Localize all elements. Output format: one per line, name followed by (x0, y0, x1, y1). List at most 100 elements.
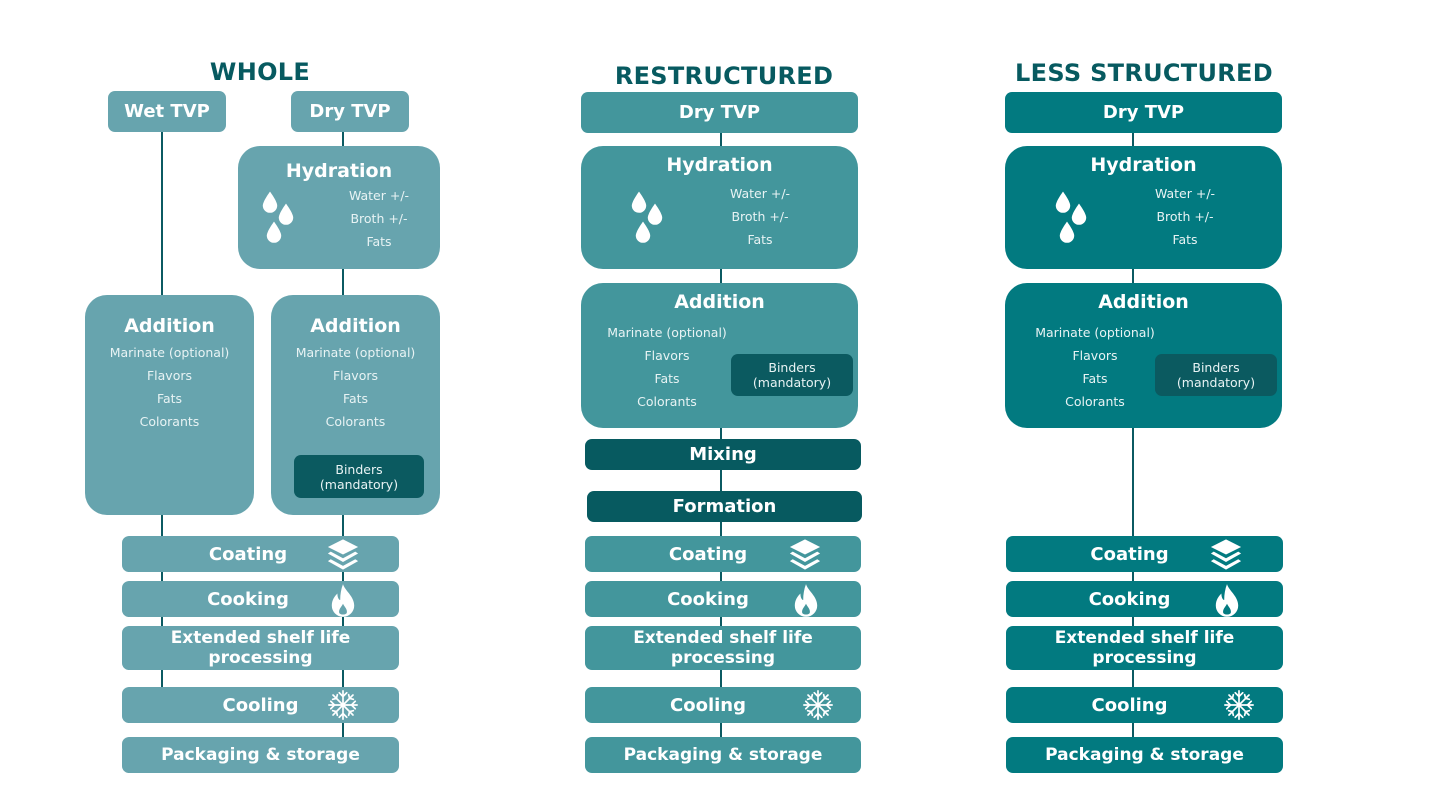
addition-item: Colorants (139, 414, 200, 429)
snowflake-icon (803, 690, 833, 720)
addition-box-right: Addition Marinate (optional) Flavors Fat… (271, 295, 440, 515)
step-cooling: Cooling (122, 687, 399, 723)
hydration-items: Water +/- Broth +/- Fats (715, 182, 805, 251)
hydration-item: Water +/- (1154, 186, 1216, 201)
addition-item: Flavors (644, 348, 690, 363)
hydration-items: Water +/- Broth +/- Fats (334, 184, 424, 253)
step-label: Coating (208, 543, 288, 565)
hydration-item: Fats (747, 232, 773, 247)
hydration-items: Water +/- Broth +/- Fats (1140, 182, 1230, 251)
column-title-restructured: RESTRUCTURED (614, 62, 834, 90)
step-mixing: Mixing (585, 439, 861, 470)
connector-line (161, 130, 163, 298)
water-drops-icon (1055, 191, 1087, 243)
addition-item: Flavors (332, 368, 379, 383)
column-title-whole: WHOLE (209, 58, 311, 86)
step-coating: Coating (1006, 536, 1283, 572)
step-label: Cooling (1091, 694, 1168, 716)
step-label: Cooking (667, 588, 749, 610)
addition-box: Addition Marinate (optional) Flavors Fat… (581, 283, 858, 428)
flame-icon (794, 584, 818, 617)
binders-box: Binders (mandatory) (1155, 354, 1277, 396)
hydration-item: Broth +/- (1156, 209, 1214, 224)
step-label: Coating (1090, 543, 1169, 565)
addition-item: Fats (156, 391, 183, 406)
connector-line (1132, 130, 1134, 750)
step-cooking: Cooking (1006, 581, 1283, 617)
addition-title: Addition (1098, 291, 1189, 313)
column-title-less-structured: LESS STRUCTURED (1015, 59, 1273, 87)
addition-item: Flavors (1072, 348, 1118, 363)
addition-item: Fats (654, 371, 680, 386)
addition-items: Marinate (optional) Flavors Fats Coloran… (85, 341, 254, 433)
step-extended-shelf-life: Extended shelf life processing (122, 626, 399, 670)
hydration-box: Hydration Water +/- Broth +/- Fats (238, 146, 440, 269)
binders-note: (mandatory) (752, 375, 832, 390)
hydration-item: Fats (366, 234, 392, 249)
step-label: Cooking (207, 588, 289, 610)
hydration-item: Water +/- (729, 186, 791, 201)
addition-title: Addition (124, 315, 215, 337)
hydration-item: Water +/- (348, 188, 410, 203)
step-packaging-storage: Packaging & storage (1006, 737, 1283, 773)
connector-line (342, 130, 344, 150)
addition-item: Marinate (optional) (109, 345, 230, 360)
snowflake-icon (328, 690, 358, 720)
step-label: Coating (668, 543, 748, 565)
step-coating: Coating (122, 536, 399, 572)
flame-icon (1215, 584, 1239, 617)
step-formation: Formation (587, 491, 862, 522)
step-extended-shelf-life: Extended shelf life processing (585, 626, 861, 670)
addition-item: Fats (1082, 371, 1108, 386)
addition-box: Addition Marinate (optional) Flavors Fat… (1005, 283, 1282, 428)
layers-icon (789, 539, 821, 570)
addition-item: Colorants (325, 414, 386, 429)
wet-tvp-box: Wet TVP (108, 91, 226, 132)
binders-label: Binders (1192, 360, 1240, 375)
hydration-box: Hydration Water +/- Broth +/- Fats (581, 146, 858, 269)
addition-title: Addition (310, 315, 401, 337)
dry-tvp-box: Dry TVP (581, 92, 858, 133)
binders-box: Binders (mandatory) (731, 354, 853, 396)
addition-items: Marinate (optional) Flavors Fats Coloran… (601, 321, 733, 413)
flame-icon (331, 584, 355, 617)
binders-note: (mandatory) (1176, 375, 1256, 390)
dry-tvp-box: Dry TVP (1005, 92, 1282, 133)
addition-item: Marinate (optional) (607, 325, 727, 340)
step-label: Cooling (670, 694, 746, 716)
hydration-box: Hydration Water +/- Broth +/- Fats (1005, 146, 1282, 269)
layers-icon (1210, 539, 1242, 570)
step-packaging-storage: Packaging & storage (585, 737, 861, 773)
addition-item: Flavors (146, 368, 193, 383)
snowflake-icon (1224, 690, 1254, 720)
step-extended-shelf-life: Extended shelf life processing (1006, 626, 1283, 670)
binders-label: Binders (768, 360, 816, 375)
addition-item: Fats (342, 391, 369, 406)
addition-item: Marinate (optional) (295, 345, 416, 360)
dry-tvp-box: Dry TVP (291, 91, 409, 132)
addition-items: Marinate (optional) Flavors Fats Coloran… (1029, 321, 1161, 413)
water-drops-icon (631, 191, 663, 243)
hydration-item: Broth +/- (731, 209, 789, 224)
step-packaging-storage: Packaging & storage (122, 737, 399, 773)
hydration-title: Hydration (285, 160, 393, 182)
addition-item: Marinate (optional) (1035, 325, 1155, 340)
connector-line (342, 266, 344, 298)
water-drops-icon (262, 191, 294, 243)
addition-title: Addition (674, 291, 765, 313)
step-label: Cooking (1088, 588, 1171, 610)
layers-icon (327, 539, 359, 570)
hydration-item: Broth +/- (350, 211, 408, 226)
addition-item: Colorants (637, 394, 697, 409)
addition-box-left: Addition Marinate (optional) Flavors Fat… (85, 295, 254, 515)
binders-label: Binders (335, 461, 383, 477)
hydration-title: Hydration (1090, 154, 1197, 176)
step-label: Cooling (222, 694, 299, 716)
hydration-item: Fats (1172, 232, 1198, 247)
addition-items: Marinate (optional) Flavors Fats Coloran… (271, 341, 440, 433)
step-cooking: Cooking (122, 581, 399, 617)
addition-item: Colorants (1065, 394, 1125, 409)
binders-note: (mandatory) (319, 476, 399, 492)
binders-box: Binders (mandatory) (294, 455, 424, 498)
hydration-title: Hydration (666, 154, 773, 176)
